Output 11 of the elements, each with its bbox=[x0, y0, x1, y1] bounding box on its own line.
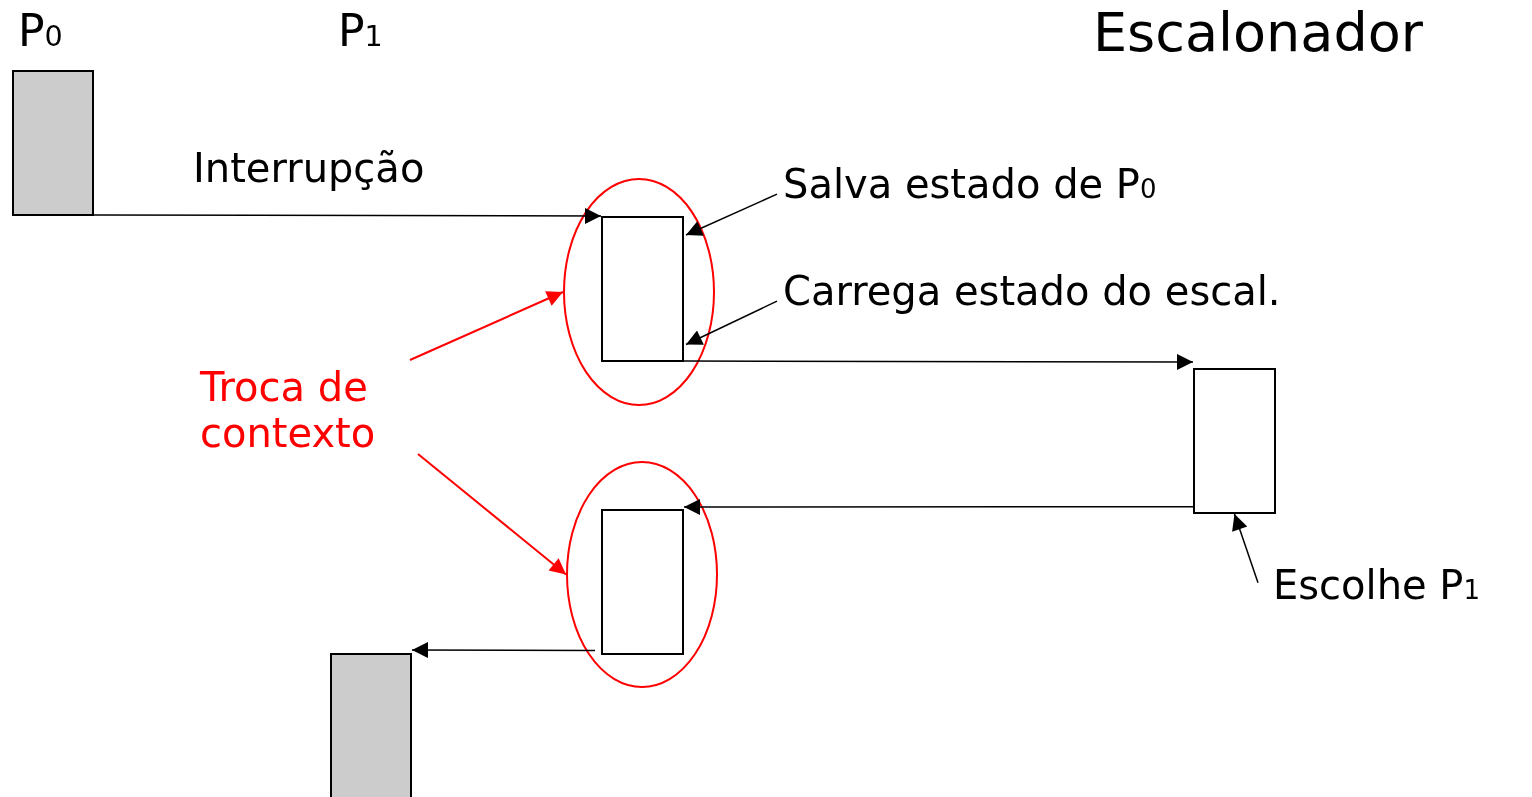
context-switch-ellipse bbox=[563, 178, 715, 406]
process-box bbox=[601, 216, 684, 362]
process-box bbox=[330, 653, 412, 797]
column-heading: Escalonador bbox=[1093, 2, 1423, 65]
process-box bbox=[601, 509, 684, 655]
edge-label: Interrupção bbox=[193, 145, 425, 191]
context-switch-ellipse bbox=[566, 461, 718, 688]
process-box bbox=[1193, 368, 1276, 514]
process-box bbox=[12, 70, 94, 216]
annotation-text: Carrega estado do escal. bbox=[783, 268, 1281, 314]
annotation-text: Troca de contexto bbox=[200, 364, 430, 456]
